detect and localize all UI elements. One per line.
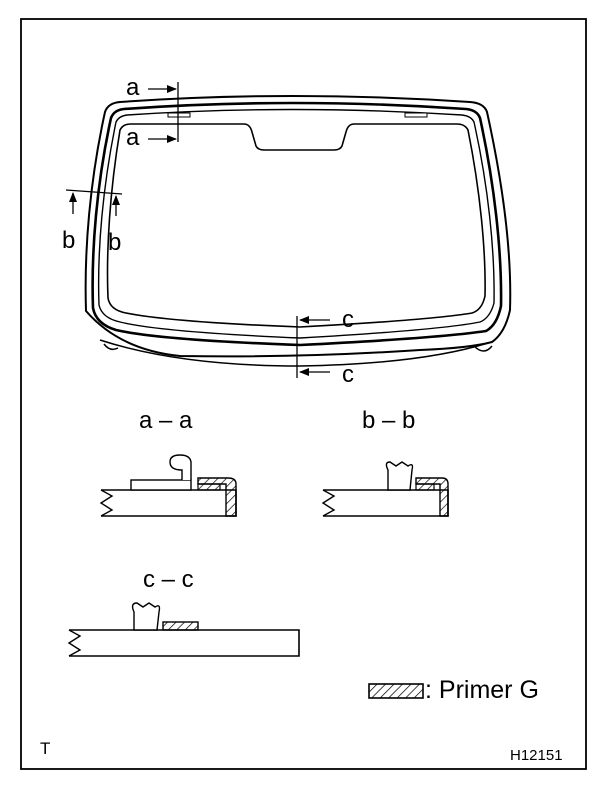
top-clip-right [404,112,428,118]
label-c-top: c [342,306,354,333]
label-a-bottom: a [126,124,140,151]
section-bb-detail [321,461,449,517]
section-title-aa: a – a [139,407,193,434]
legend-swatch [368,683,424,699]
figure-id: H12151 [510,747,563,764]
windshield-lower-edge [99,339,489,367]
label-b-left: b [62,227,75,254]
label-b-right: b [108,229,121,256]
section-cc-detail [67,602,300,657]
label-c-bottom: c [342,361,354,388]
page-frame [20,18,587,770]
left-lower-tab [103,343,119,351]
section-title-bb: b – b [362,407,415,434]
section-title-cc: c – c [143,566,194,593]
label-a-top: a [126,74,140,101]
molding-inner [97,108,495,339]
legend-label: : Primer G [425,676,539,704]
glass-opening [106,123,486,328]
section-line-b [65,189,123,195]
molding-outer [91,101,503,347]
windshield-outline [84,95,512,358]
corner-mark: T [40,739,50,758]
top-clip-left [167,112,191,118]
right-lower-tab [473,345,493,352]
section-aa-detail [99,454,237,517]
